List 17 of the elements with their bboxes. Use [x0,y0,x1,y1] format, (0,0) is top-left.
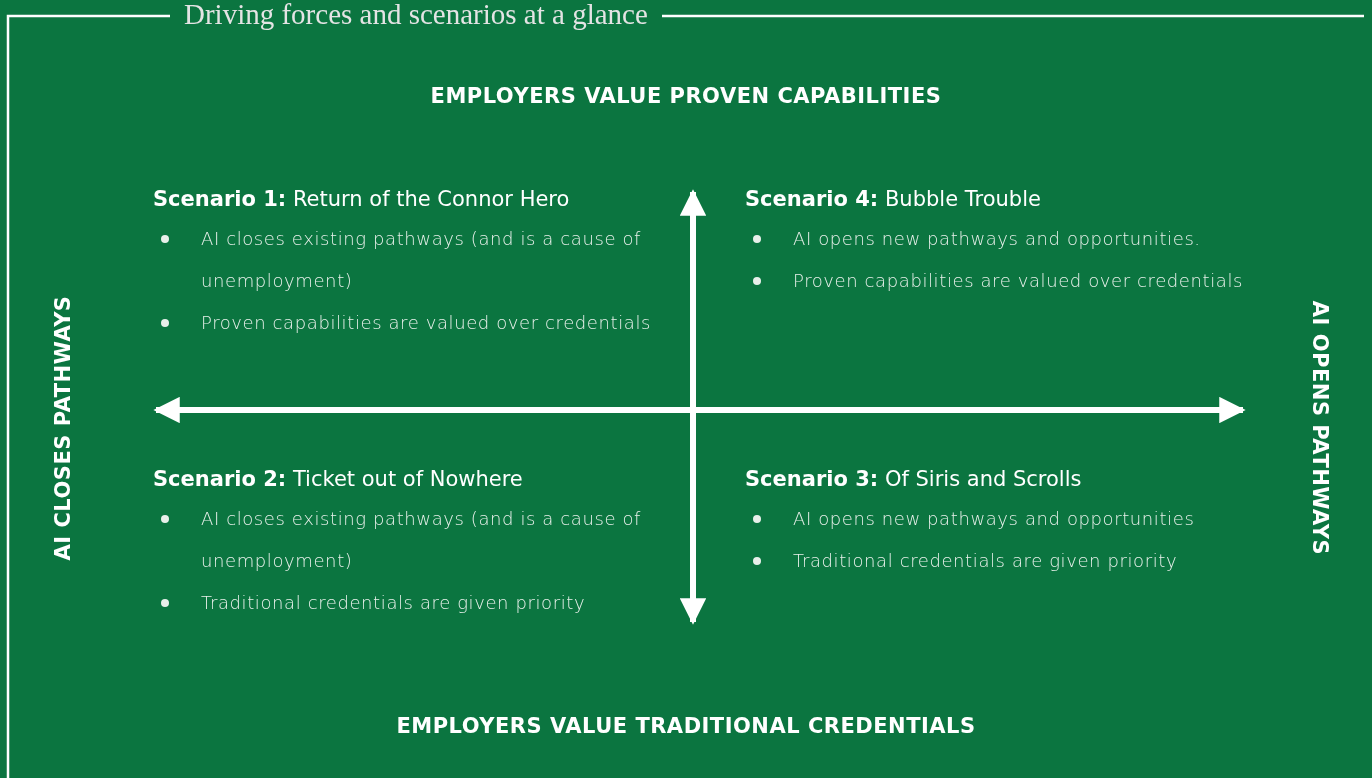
bullet-text: AI opens new pathways and opportunities. [793,228,1201,249]
scenario-heading: Scenario 1: Return of the Connor Hero [153,186,571,213]
scenario-heading: Scenario 4: Bubble Trouble [745,186,1042,213]
bullet-text: AI closes existing pathways (and is a cause of unemployment) [201,508,641,571]
scenario-heading: Scenario 2: Ticket out of Nowhere [153,466,524,493]
bullet-text: AI opens new pathways and opportunities [793,508,1195,529]
bullet-text: Traditional credentials are given priority [201,592,586,613]
axis-label: EMPLOYERS VALUE TRADITIONAL CREDENTIALS [396,714,976,738]
axis-label: EMPLOYERS VALUE PROVEN CAPABILITIES [430,84,942,108]
diagram-title: Driving forces and scenarios at a glance [170,0,662,31]
bullet-text: AI closes existing pathways (and is a cause of unemployment) [201,228,641,291]
bullet-text: Proven capabilities are valued over credentials [793,270,1243,291]
bullet-text: Proven capabilities are valued over credentials [201,312,651,333]
vertical-axis-label: AI OPENS PATHWAYS [1308,300,1332,556]
vertical-axis-label: AI CLOSES PATHWAYS [51,295,75,561]
scenario-heading: Scenario 3: Of Siris and Scrolls [745,466,1083,493]
bullet-text: Traditional credentials are given priority [793,550,1178,571]
